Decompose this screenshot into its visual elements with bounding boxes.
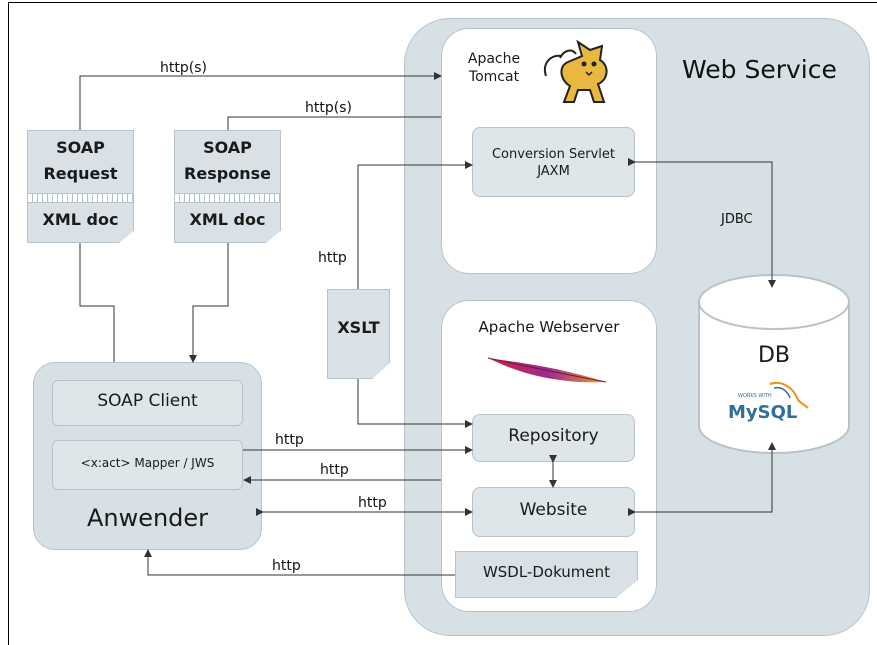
mapper-label: <x:act> Mapper / JWS [80,456,215,470]
servlet-line2: JAXM [537,164,570,179]
wire-request-to-tomcat [79,72,442,130]
repository-label: Repository [508,426,599,446]
mapper-box [52,440,243,490]
wsdl-label: WSDL-Dokument [482,563,611,581]
soap-request-line1: SOAP [56,138,105,157]
mysql-logo: MySQL [728,402,798,423]
soap-request-xml [27,202,134,243]
wire-xslt-to-servlet [357,161,473,289]
web-service-title: Web Service [682,55,837,84]
mysql-badge-small: WORKS WITH [738,393,772,399]
repository-box [472,414,635,462]
wire-wsdl-to-anwender [144,549,455,576]
soap-response-line1: SOAP [203,138,252,157]
conversion-servlet-box [472,127,635,197]
soap-response-divider [174,194,281,202]
xslt-document [327,289,390,379]
wsdl-document [455,551,638,598]
soap-response-xml [174,202,281,243]
soap-response-line2: Response [184,164,271,183]
apache-feather-icon [487,357,607,383]
soap-response-doc: SOAP Response XML doc [174,130,281,243]
label-mapper-to-repository: http [275,432,304,448]
tomcat-label-line2: Tomcat [468,69,520,85]
wire-website-db [628,442,776,516]
soap-request-line2: Request [43,164,118,183]
label-tomcat-to-response: http(s) [305,100,352,116]
soap-request-divider [27,194,134,202]
label-request-to-tomcat: http(s) [160,60,207,76]
wire-tomcat-to-response [227,116,441,130]
servlet-line1: Conversion Servlet [491,147,615,162]
tomcat-cat-icon [544,39,608,103]
label-xslt-link: http [318,250,347,266]
xslt-label: XSLT [337,318,380,337]
anwender-title: Anwender [86,504,209,532]
wire-xslt-to-repository [357,379,473,428]
tomcat-label-line1: Apache [467,51,521,67]
label-webservice-to-mapper: http [320,462,349,478]
label-wsdl-to-anwender: http [272,558,301,574]
diagram-frame [8,2,877,645]
soap-request-doc: SOAP Request XML doc [27,130,134,243]
wire-request-to-client [79,243,115,362]
soap-request-xml-label: XML doc [42,210,119,229]
website-label: Website [519,500,588,520]
mysql-dolphin-icon [769,382,809,409]
conversion-servlet-label: Conversion Servlet JAXM [472,146,635,180]
wire-response-to-client [189,243,229,363]
soap-client-label: SOAP Client [97,391,198,411]
tomcat-label: Apache Tomcat [462,50,526,86]
wire-servlet-db [628,158,776,288]
soap-response-title: SOAP Response [174,130,281,194]
soap-response-xml-label: XML doc [189,210,266,229]
label-anwender-website: http [358,495,387,511]
soap-request-title: SOAP Request [27,130,134,194]
db-label: DB [757,343,791,368]
webserver-title: Apache Webserver [478,318,620,336]
label-jdbc: JDBC [721,212,753,227]
soap-client-box [52,380,243,426]
